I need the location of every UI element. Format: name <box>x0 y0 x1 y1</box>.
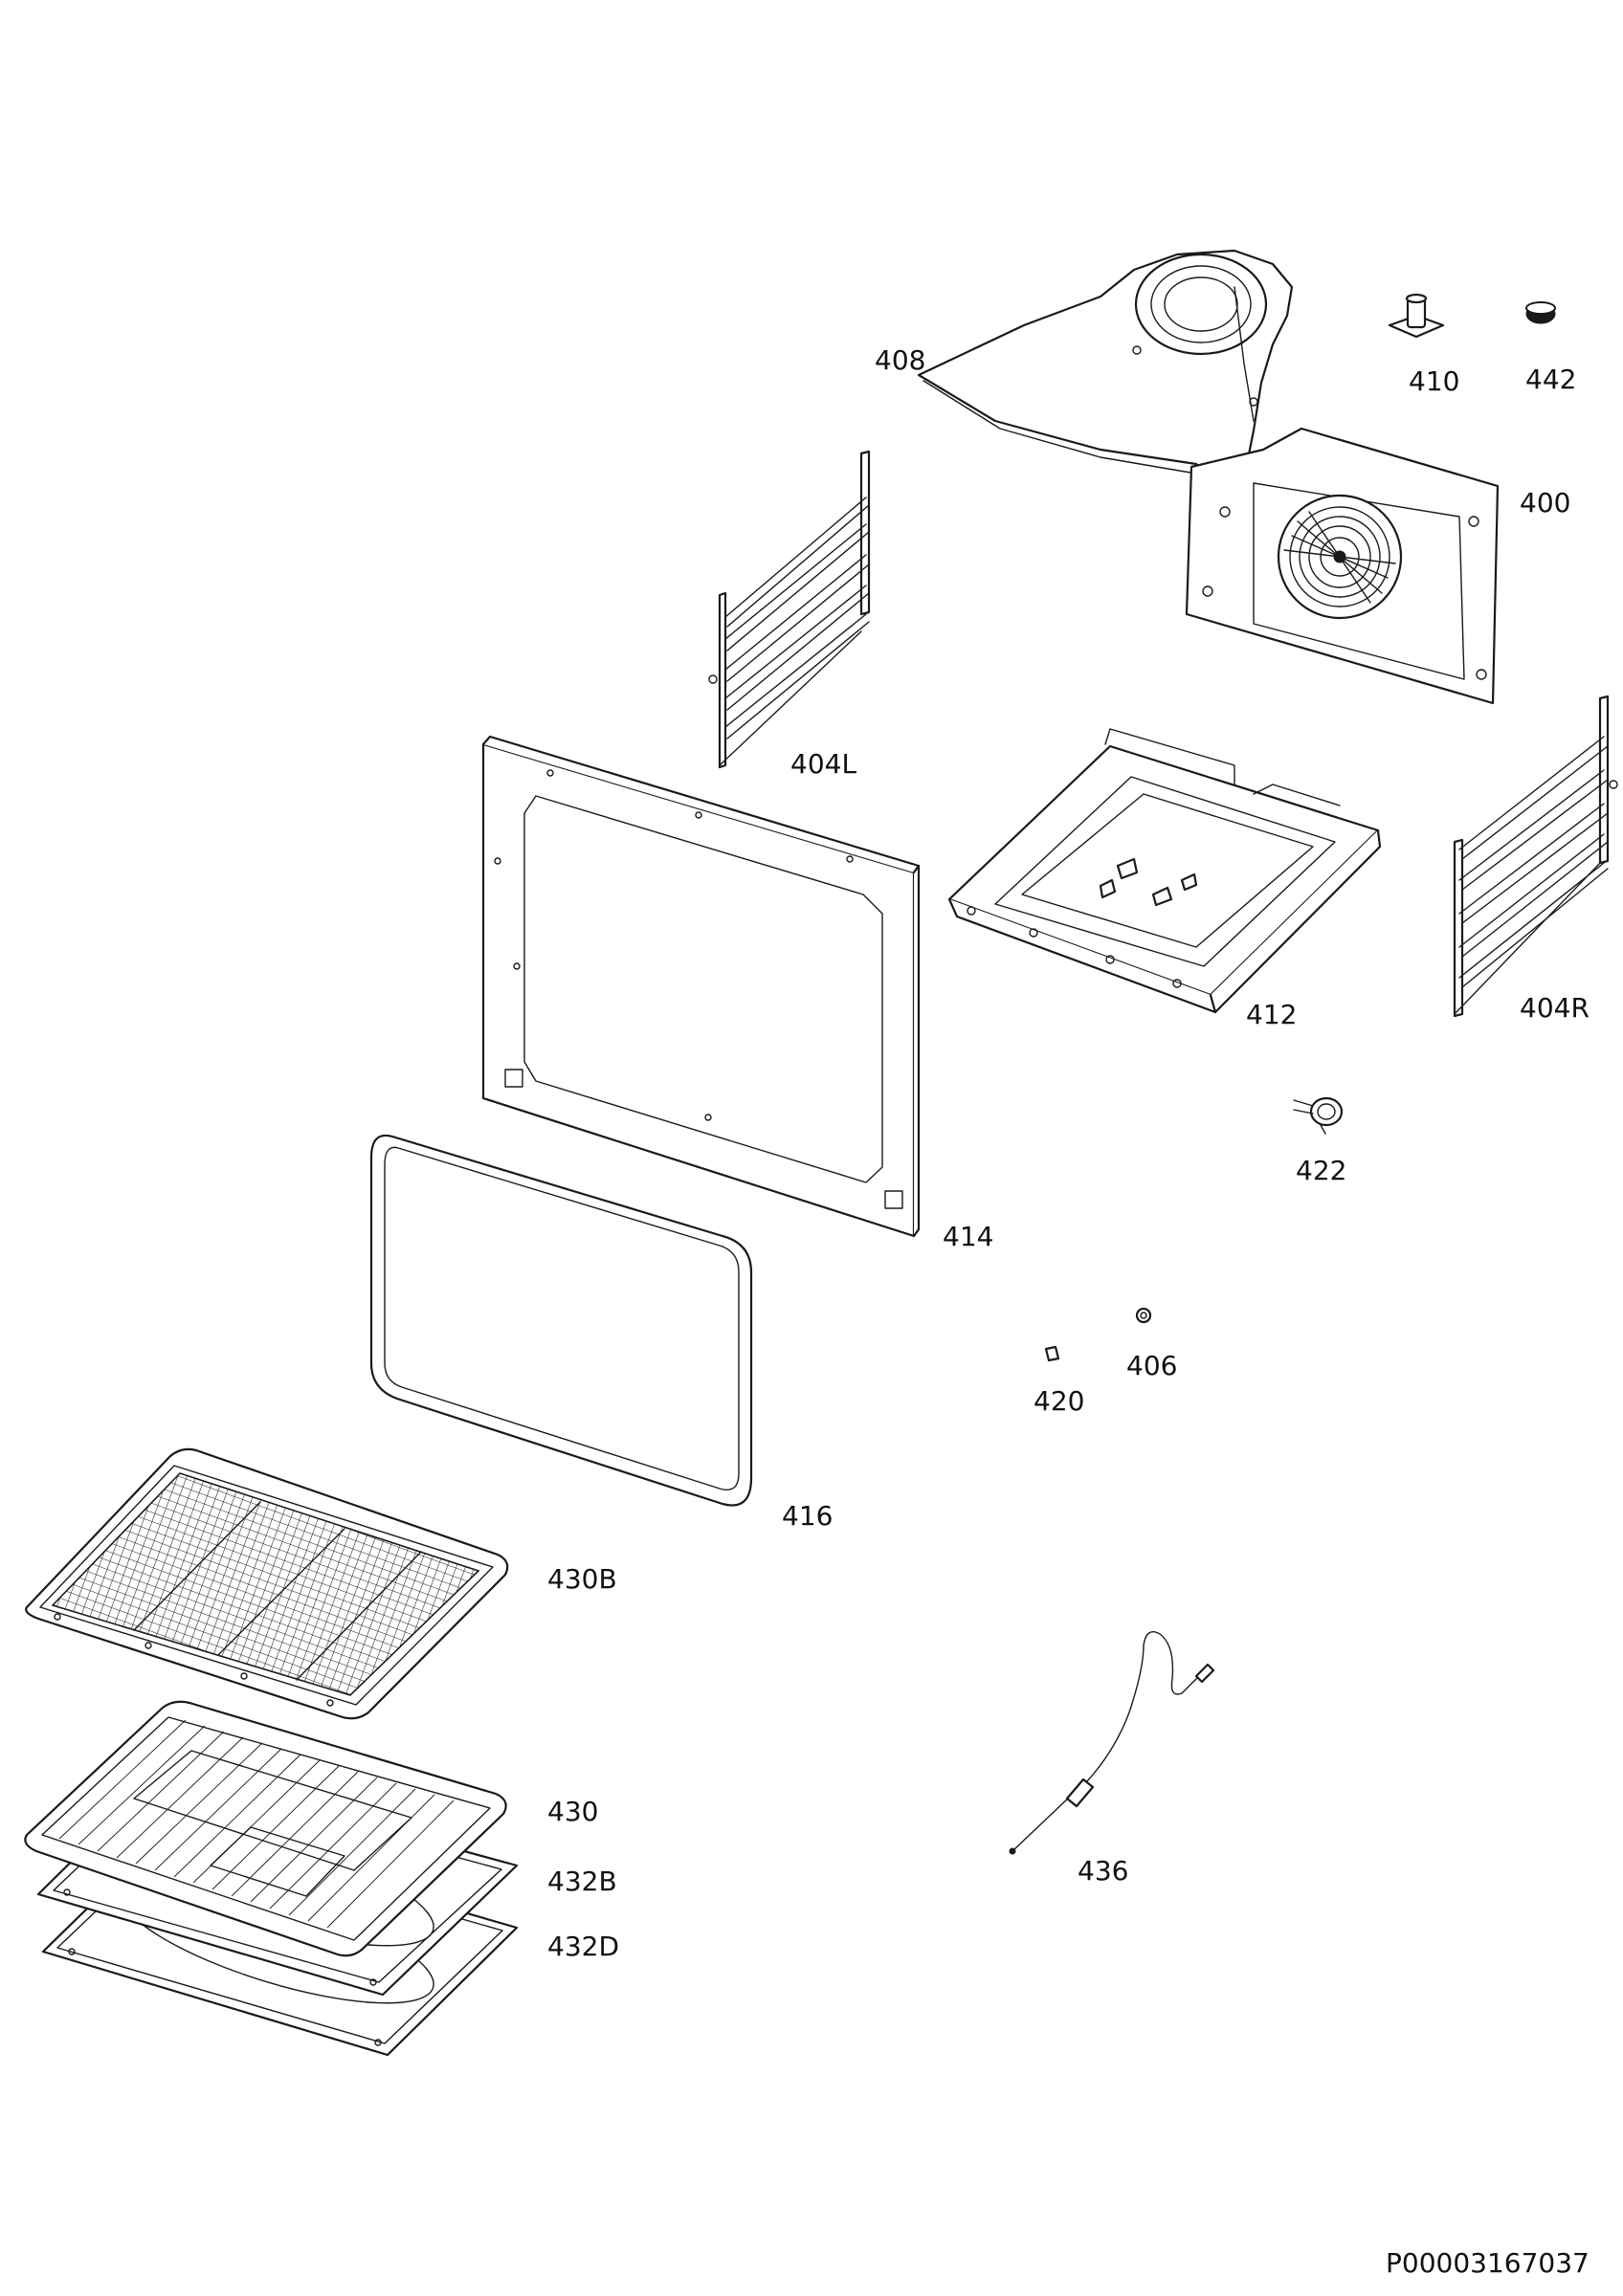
part-400-back-panel <box>1185 427 1500 705</box>
label-436: 436 <box>1078 1855 1128 1887</box>
part-labels: 408 410 442 400 404L 404R 412 414 422 40… <box>547 344 1590 1962</box>
label-416: 416 <box>782 1500 833 1532</box>
label-400: 400 <box>1520 487 1570 519</box>
part-406-nut <box>1135 1307 1152 1324</box>
part-416-door-gasket <box>369 1134 753 1507</box>
part-408-fan-duct <box>917 249 1294 489</box>
label-430: 430 <box>547 1796 598 1827</box>
part-430-wire-rack <box>24 1700 507 1957</box>
part-414-door-frame <box>481 735 921 1238</box>
label-442: 442 <box>1525 364 1576 395</box>
label-404L: 404L <box>790 748 856 780</box>
document-number: P00003167037 <box>1386 2247 1590 2279</box>
label-430B: 430B <box>547 1563 617 1595</box>
label-420: 420 <box>1034 1385 1084 1417</box>
part-420-clip <box>1044 1345 1060 1362</box>
part-412-bottom-frame <box>947 728 1382 1014</box>
label-432D: 432D <box>547 1931 619 1962</box>
label-412: 412 <box>1246 999 1297 1030</box>
part-430B-mesh-tray <box>25 1447 509 1720</box>
label-422: 422 <box>1296 1155 1346 1186</box>
part-410-fitting <box>1388 293 1445 339</box>
label-404R: 404R <box>1520 992 1590 1024</box>
part-404R-right-rail <box>1453 695 1618 1018</box>
label-408: 408 <box>875 344 925 376</box>
part-422-lamp <box>1293 1096 1344 1135</box>
label-406: 406 <box>1126 1350 1177 1381</box>
label-410: 410 <box>1409 365 1459 397</box>
part-436-meat-probe <box>1009 1631 1215 1855</box>
part-404L-left-rail <box>708 450 871 769</box>
part-442-cap <box>1525 301 1556 324</box>
label-432B: 432B <box>547 1866 617 1897</box>
label-414: 414 <box>943 1221 993 1252</box>
